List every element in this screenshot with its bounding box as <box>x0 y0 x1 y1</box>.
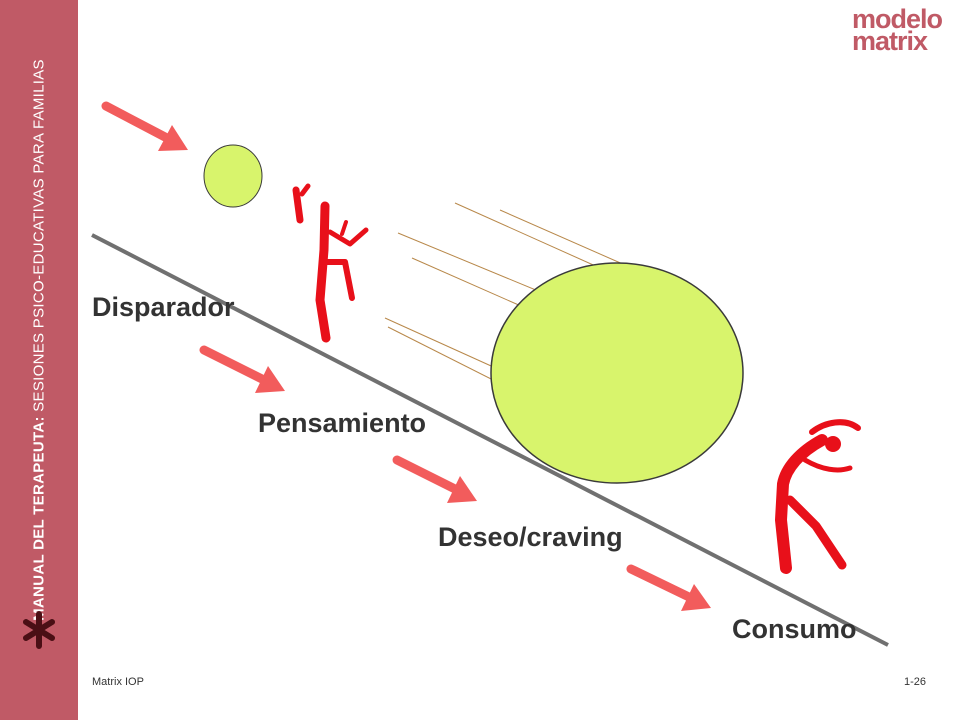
step-label-pensamiento: Pensamiento <box>258 408 427 438</box>
logo-line-1: modelo <box>852 4 943 34</box>
arrow-2 <box>199 345 285 393</box>
arrow-3 <box>392 455 477 503</box>
footer-left: Matrix IOP <box>92 676 144 688</box>
sidebar: MANUAL DEL TERAPEUTA: SESIONES PSICO-EDU… <box>0 0 78 720</box>
motion-lines <box>384 202 626 383</box>
asterisk-icon <box>23 611 55 649</box>
running-figure <box>292 183 369 343</box>
step-label-disparador: Disparador <box>92 292 235 322</box>
step-label-consumo: Consumo <box>732 614 857 644</box>
footer-page-number: 1-26 <box>904 676 927 688</box>
stretching-figure <box>775 419 861 574</box>
step-label-deseo-craving: Deseo/craving <box>438 522 623 552</box>
arrow-1 <box>101 101 188 151</box>
big-ball <box>490 262 744 484</box>
slope-line <box>91 233 889 647</box>
modelo-matrix-logo: modelo matrix <box>852 4 943 56</box>
logo-line-2: matrix <box>852 26 928 56</box>
arrow-4 <box>626 564 711 611</box>
small-ball <box>203 144 263 208</box>
